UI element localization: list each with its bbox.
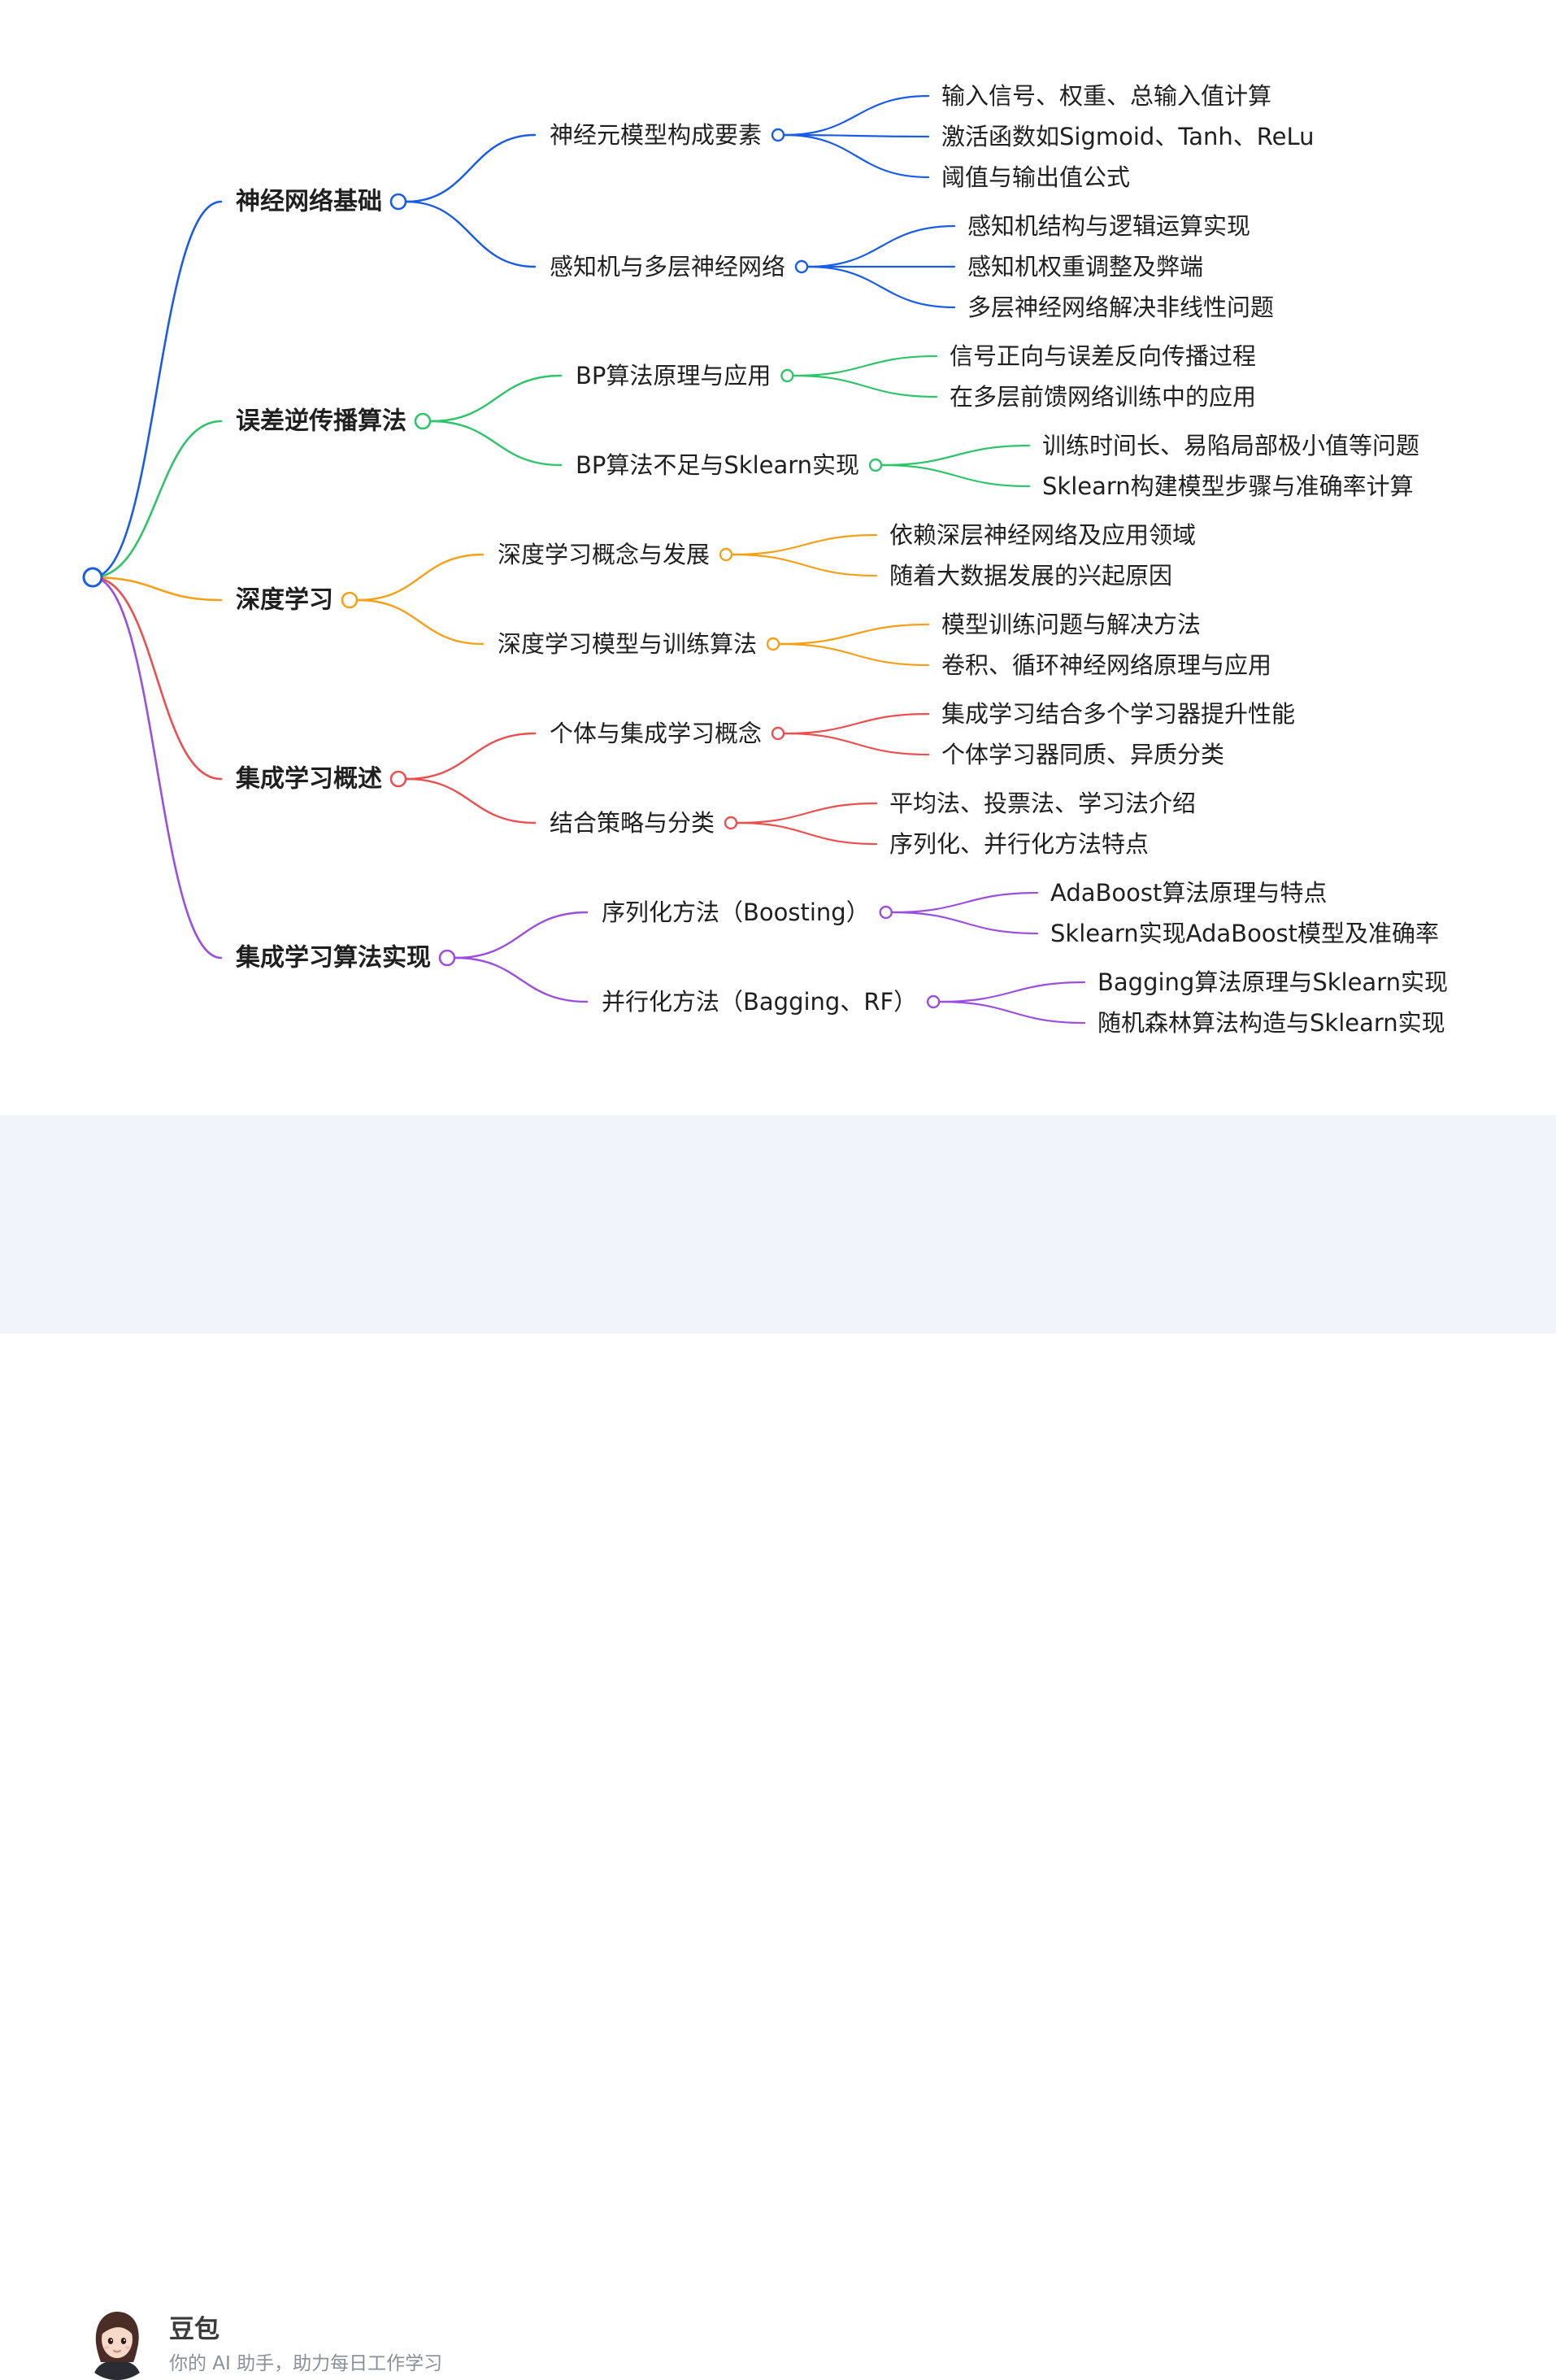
topic-label: BP算法不足与Sklearn实现: [576, 451, 859, 479]
branch-node-dot[interactable]: [438, 949, 456, 967]
leaf-label: 在多层前馈网络训练中的应用: [950, 383, 1256, 411]
leaf-label: 感知机结构与逻辑运算实现: [967, 212, 1250, 240]
topic-node-dot[interactable]: [879, 905, 893, 920]
leaf-edge: [783, 133, 930, 138]
leaf-edge: [880, 463, 1031, 488]
leaf-label: 随着大数据发展的兴起原因: [889, 562, 1172, 590]
mind-map: 神经网络基础 神经元模型构成要素 输入信号、权重、总输入值计算激活函数如Sigmoi…: [82, 82, 1448, 1037]
leaf-edge: [880, 444, 1031, 467]
leaf-label: 集成学习结合多个学习器提升性能: [941, 700, 1295, 728]
topic-node-dot[interactable]: [771, 726, 785, 741]
leaf-label: AdaBoost算法原理与特点: [1050, 879, 1327, 907]
leaf-label: Sklearn构建模型步骤与准确率计算: [1042, 472, 1414, 500]
leaf-edge: [891, 911, 1039, 935]
mind-map-nodes: 神经网络基础 神经元模型构成要素 输入信号、权重、总输入值计算激活函数如Sigmoi…: [82, 82, 1448, 1037]
leaf-label: Sklearn实现AdaBoost模型及准确率: [1050, 920, 1439, 947]
branch-label: 神经网络基础: [236, 188, 382, 216]
leaf-label: 训练时间长、易陷局部极小值等问题: [1042, 432, 1419, 459]
topic-label: 深度学习概念与发展: [498, 541, 710, 568]
footer: 豆包 你的 AI 助手，助力每日工作学习: [0, 1115, 1556, 2380]
topic-label: 结合策略与分类: [550, 809, 715, 837]
brand-tagline: 你的 AI 助手，助力每日工作学习: [169, 2353, 443, 2374]
topic-edge: [429, 420, 563, 467]
topic-label: 深度学习模型与训练算法: [498, 630, 757, 658]
leaf-edge: [806, 224, 956, 268]
branch-edge: [91, 576, 223, 781]
root-node-dot[interactable]: [82, 567, 103, 588]
topic-edge: [405, 200, 537, 268]
leaf-edge: [939, 1000, 1086, 1025]
leaf-edge: [736, 821, 878, 846]
girl-avatar-icon: [78, 2302, 156, 2380]
leaf-edge: [778, 642, 930, 667]
leaf-edge: [891, 891, 1039, 914]
leaf-label: 依赖深层神经网络及应用领域: [889, 521, 1196, 549]
leaf-label: 激活函数如Sigmoid、Tanh、ReLu: [941, 123, 1315, 150]
leaf-edge: [806, 265, 956, 309]
topic-edge: [405, 732, 537, 781]
topic-node-dot[interactable]: [780, 368, 794, 383]
topic-edge: [356, 553, 485, 602]
topic-edge: [405, 133, 537, 203]
brand-name: 豆包: [169, 2315, 219, 2344]
leaf-edge: [783, 94, 930, 137]
leaf-edge: [939, 981, 1086, 1003]
branch-edge: [91, 200, 223, 579]
topic-node-dot[interactable]: [719, 547, 733, 562]
topic-edge: [429, 374, 563, 423]
topic-edge: [454, 911, 589, 959]
leaf-label: 随机森林算法构造与Sklearn实现: [1097, 1009, 1445, 1037]
leaf-edge: [731, 553, 878, 577]
mind-map-edges: [91, 94, 1086, 1025]
topic-label: 并行化方法（Bagging、RF）: [602, 988, 917, 1016]
leaf-edge: [731, 533, 878, 556]
branch-edge: [91, 576, 223, 959]
leaf-edge: [783, 732, 930, 756]
topic-label: 序列化方法（Boosting）: [602, 898, 870, 926]
leaf-label: 信号正向与误差反向传播过程: [950, 342, 1256, 370]
topic-node-dot[interactable]: [794, 259, 809, 274]
leaf-label: 卷积、循环神经网络原理与应用: [941, 651, 1271, 679]
topic-node-dot[interactable]: [926, 994, 941, 1009]
leaf-label: 个体学习器同质、异质分类: [941, 741, 1224, 768]
topic-node-dot[interactable]: [724, 816, 738, 830]
leaf-edge: [783, 133, 930, 179]
topic-edge: [454, 956, 589, 1003]
branch-node-dot[interactable]: [389, 770, 407, 788]
branch-node-dot[interactable]: [389, 193, 407, 211]
leaf-edge: [793, 355, 938, 377]
leaf-label: 序列化、并行化方法特点: [889, 830, 1149, 858]
leaf-label: 感知机权重调整及弊端: [967, 253, 1203, 281]
leaf-label: 模型训练问题与解决方法: [941, 611, 1201, 638]
leaf-edge: [736, 802, 878, 825]
branch-label: 集成学习概述: [235, 765, 382, 794]
leaf-label: 平均法、投票法、学习法介绍: [889, 790, 1196, 817]
branch-edge: [91, 420, 223, 579]
topic-label: 神经元模型构成要素: [550, 121, 762, 149]
leaf-label: 阈值与输出值公式: [941, 163, 1130, 191]
leaf-edge: [778, 623, 930, 646]
leaf-label: Bagging算法原理与Sklearn实现: [1097, 968, 1448, 996]
leaf-edge: [783, 712, 930, 735]
topic-node-dot[interactable]: [766, 637, 780, 651]
topic-node-dot[interactable]: [868, 458, 883, 472]
leaf-label: 多层神经网络解决非线性问题: [967, 294, 1274, 321]
branch-label: 深度学习: [236, 586, 333, 615]
branch-node-dot[interactable]: [414, 412, 432, 430]
topic-label: BP算法原理与应用: [576, 362, 771, 389]
topic-edge: [356, 598, 485, 646]
branch-label: 误差逆传播算法: [236, 407, 406, 436]
leaf-edge: [793, 374, 938, 398]
topic-edge: [405, 777, 537, 825]
branch-label: 集成学习算法实现: [235, 944, 431, 972]
branch-edge: [91, 576, 223, 602]
topic-label: 感知机与多层神经网络: [550, 253, 785, 281]
leaf-label: 输入信号、权重、总输入值计算: [941, 82, 1271, 110]
topic-node-dot[interactable]: [771, 128, 785, 142]
topic-label: 个体与集成学习概念: [550, 720, 762, 747]
branch-node-dot[interactable]: [341, 591, 359, 609]
